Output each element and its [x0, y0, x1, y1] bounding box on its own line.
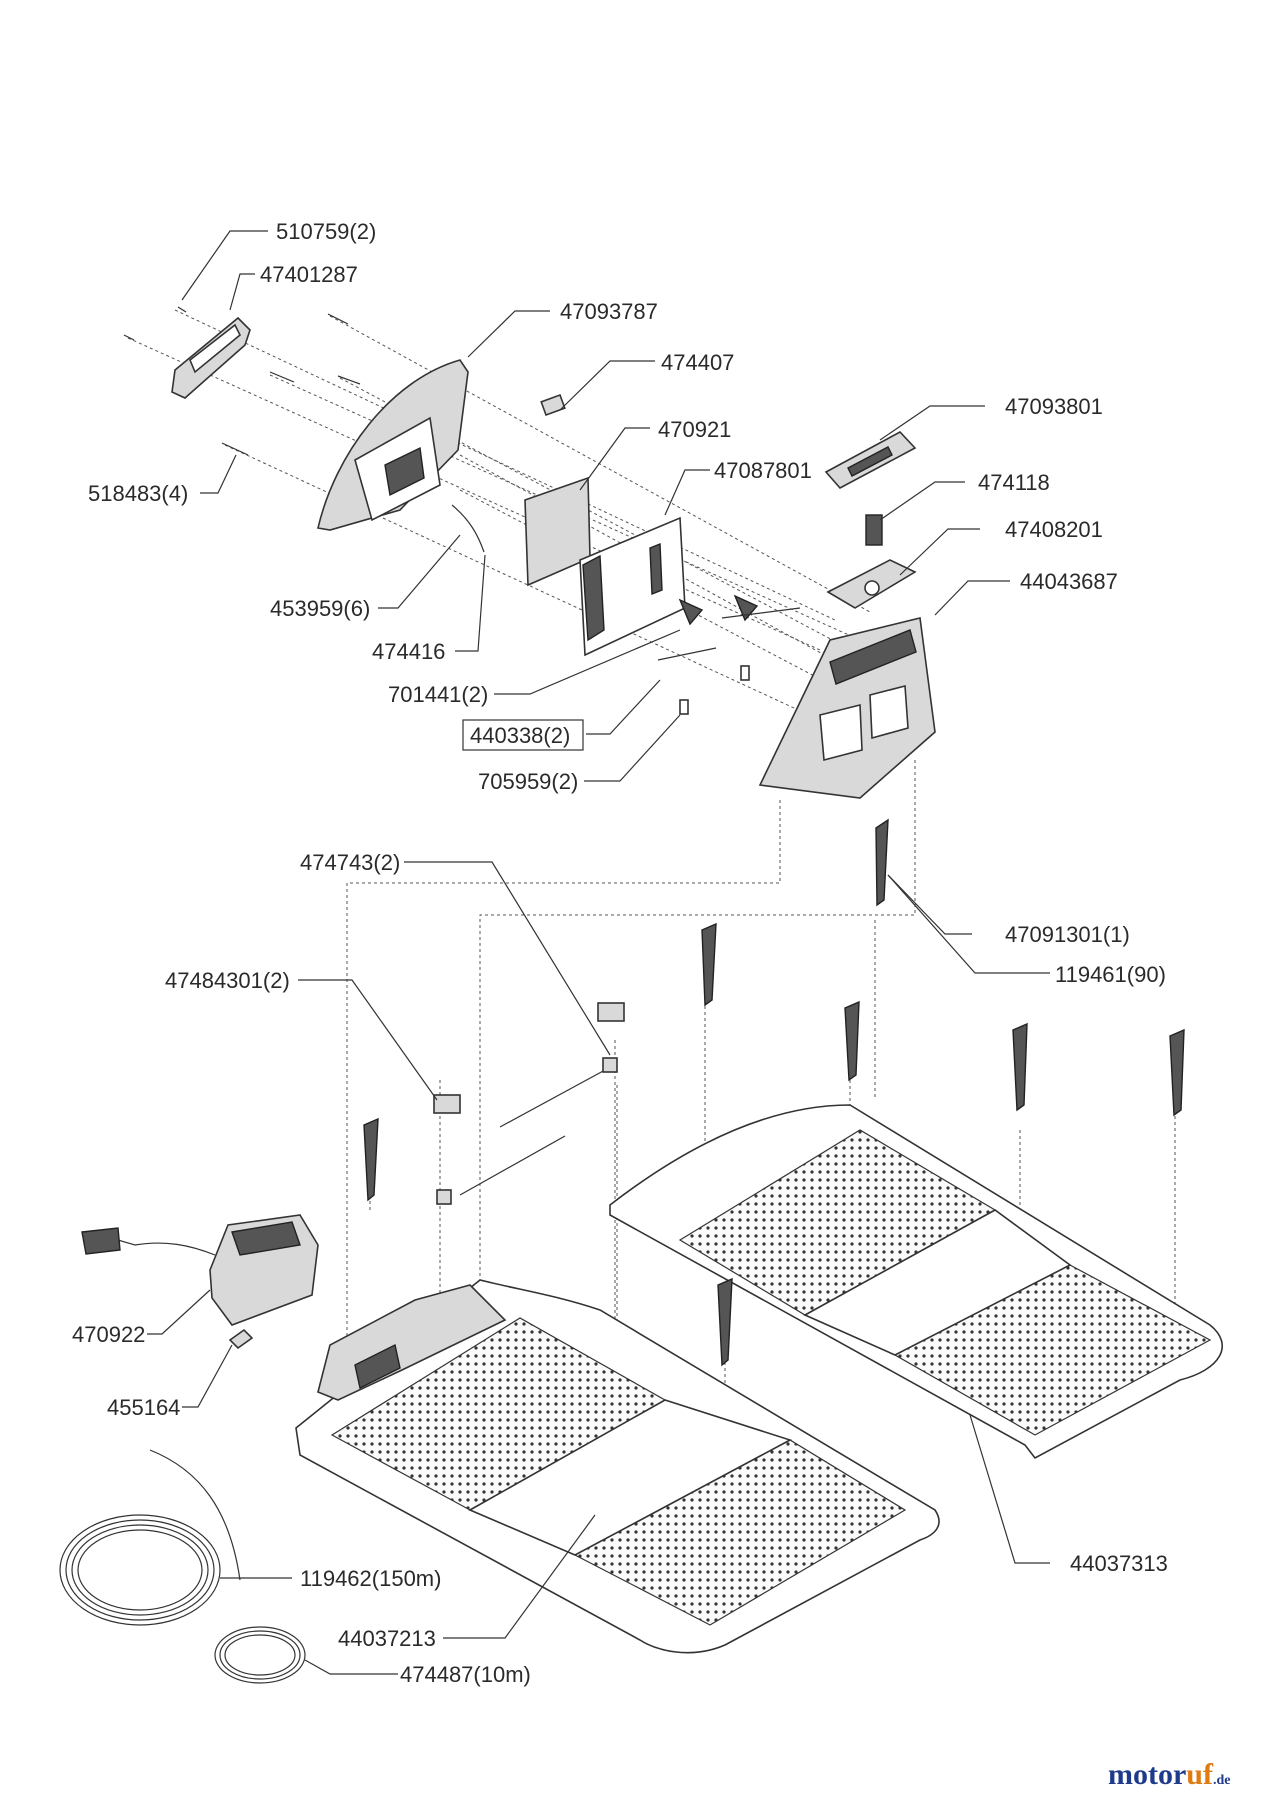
label-47401287: 47401287 [260, 262, 358, 287]
label-474118: 474118 [978, 470, 1050, 495]
cover-plate-47401287 [171, 316, 251, 399]
springs-701441 [657, 594, 801, 661]
plate-47408201 [826, 559, 917, 609]
transformer-470922 [81, 1214, 319, 1326]
label-474743: 474743(2) [300, 850, 400, 875]
label-455164: 455164 [107, 1395, 180, 1420]
cable-coil-474487 [214, 1626, 306, 1684]
screws-518483 [221, 313, 361, 456]
label-47093787: 47093787 [560, 299, 658, 324]
part-number-labels: 510759(2) 47401287 47093787 474407 51848… [72, 219, 1168, 1687]
label-474487: 474487(10m) [400, 1662, 531, 1687]
ground-stakes-119461 [363, 818, 1185, 1367]
label-119461: 119461(90) [1055, 962, 1166, 987]
label-701441: 701441(2) [388, 682, 488, 707]
bracket-47087801 [579, 516, 686, 657]
base-plate-44037213 [295, 1279, 940, 1654]
pins-705959 [679, 665, 750, 715]
brand-logo: motoruf.de [1108, 1758, 1230, 1792]
label-705959: 705959(2) [478, 769, 578, 794]
base-plate-44037313 [609, 1104, 1223, 1460]
label-47087801: 47087801 [714, 458, 812, 483]
fuse-455164 [228, 1328, 254, 1350]
label-440338: 440338(2) [470, 723, 570, 748]
label-44037213: 44037213 [338, 1626, 436, 1651]
housing-47093787 [317, 359, 469, 531]
cable-474416 [451, 504, 485, 553]
label-453959: 453959(6) [270, 596, 370, 621]
label-119462: 119462(150m) [300, 1566, 441, 1591]
label-474416: 474416 [372, 639, 445, 664]
label-470921: 470921 [658, 417, 731, 442]
spring-474118 [865, 514, 883, 546]
switch-474407 [540, 393, 566, 417]
label-47091301: 47091301(1) [1005, 922, 1130, 947]
label-44037313: 44037313 [1070, 1551, 1168, 1576]
leader-lines [147, 230, 1050, 1675]
charging-head-44043687 [758, 617, 936, 799]
label-470922: 470922 [72, 1322, 145, 1347]
screws-510759 [123, 306, 187, 341]
button-cap-47093801 [824, 431, 917, 490]
label-47484301: 47484301(2) [165, 968, 290, 993]
label-518483: 518483(4) [88, 481, 188, 506]
label-47408201: 47408201 [1005, 517, 1103, 542]
wire-coil-119462 [59, 1449, 241, 1626]
brand-main: motor [1108, 1758, 1187, 1791]
brand-accent: uf [1186, 1758, 1213, 1791]
cable-ties-474743 [433, 1002, 625, 1205]
label-47093801: 47093801 [1005, 394, 1103, 419]
label-474407: 474407 [661, 350, 734, 375]
brand-suffix: .de [1212, 1773, 1231, 1788]
label-510759: 510759(2) [276, 219, 376, 244]
label-44043687: 44043687 [1020, 569, 1118, 594]
